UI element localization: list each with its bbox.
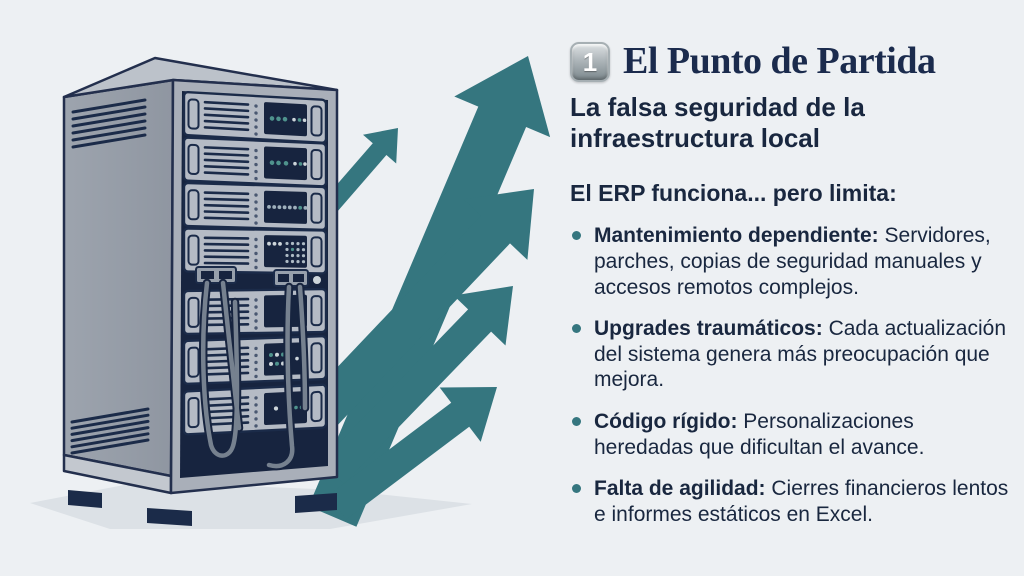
bullet-dot-icon — [572, 324, 581, 334]
growth-arrow — [322, 128, 398, 214]
cable-ports — [195, 266, 321, 287]
cables — [198, 278, 310, 471]
bullet-dot-icon — [572, 231, 581, 241]
bullet-lead: Falta de agilidad: — [594, 477, 766, 501]
title-row: 1 El Punto de Partida — [570, 40, 1014, 83]
vent-slats-top — [71, 98, 147, 149]
step-number: 1 — [582, 46, 598, 77]
rack-unit — [182, 90, 328, 145]
growth-arrow — [328, 387, 497, 520]
server-rack-growth-arrows-illustration — [30, 56, 551, 529]
subtitle: La falsa seguridad de la infraestructura… — [570, 92, 865, 154]
bullet-list: Mantenimiento dependiente: Servidores, p… — [570, 223, 1014, 527]
bullet-text: Personalizaciones heredadas que dificult… — [594, 410, 925, 459]
bullet-lead: Mantenimiento dependiente: — [594, 224, 879, 248]
page-title: El Punto de Partida — [623, 40, 936, 83]
bullet-item: Falta de agilidad: Cierres financieros l… — [570, 476, 1014, 527]
rack-unit — [182, 181, 328, 232]
bullet-dot-icon — [572, 417, 581, 427]
rack-unit — [182, 227, 328, 275]
bullet-lead: Upgrades traumáticos: — [594, 317, 823, 341]
step-number-badge: 1 — [570, 42, 610, 82]
bullet-item: Mantenimiento dependiente: Servidores, p… — [570, 223, 1014, 300]
bullet-item: Código rígido: Personalizaciones heredad… — [570, 409, 1014, 460]
bullet-text: Cierres financieros lentos e informes es… — [594, 477, 1009, 526]
text-column: 1 El Punto de Partida La falsa seguridad… — [570, 40, 1014, 543]
bullet-item: Upgrades traumáticos: Cada actualización… — [570, 316, 1014, 393]
server-rack — [62, 56, 339, 526]
intro-heading: El ERP funciona... pero limita: — [570, 180, 897, 207]
growth-arrows — [292, 56, 551, 527]
rack-unit — [182, 136, 328, 188]
vent-slats-bottom — [70, 407, 150, 455]
bullet-text: Cada actualización del sistema genera má… — [594, 317, 1007, 392]
bullet-lead: Código rígido: — [594, 410, 738, 434]
growth-arrow — [292, 189, 534, 443]
bullet-text: Servidores, parches, copias de seguridad… — [594, 224, 991, 299]
growth-arrow — [320, 286, 513, 484]
rack-feet — [68, 490, 337, 526]
bullet-dot-icon — [572, 484, 581, 494]
